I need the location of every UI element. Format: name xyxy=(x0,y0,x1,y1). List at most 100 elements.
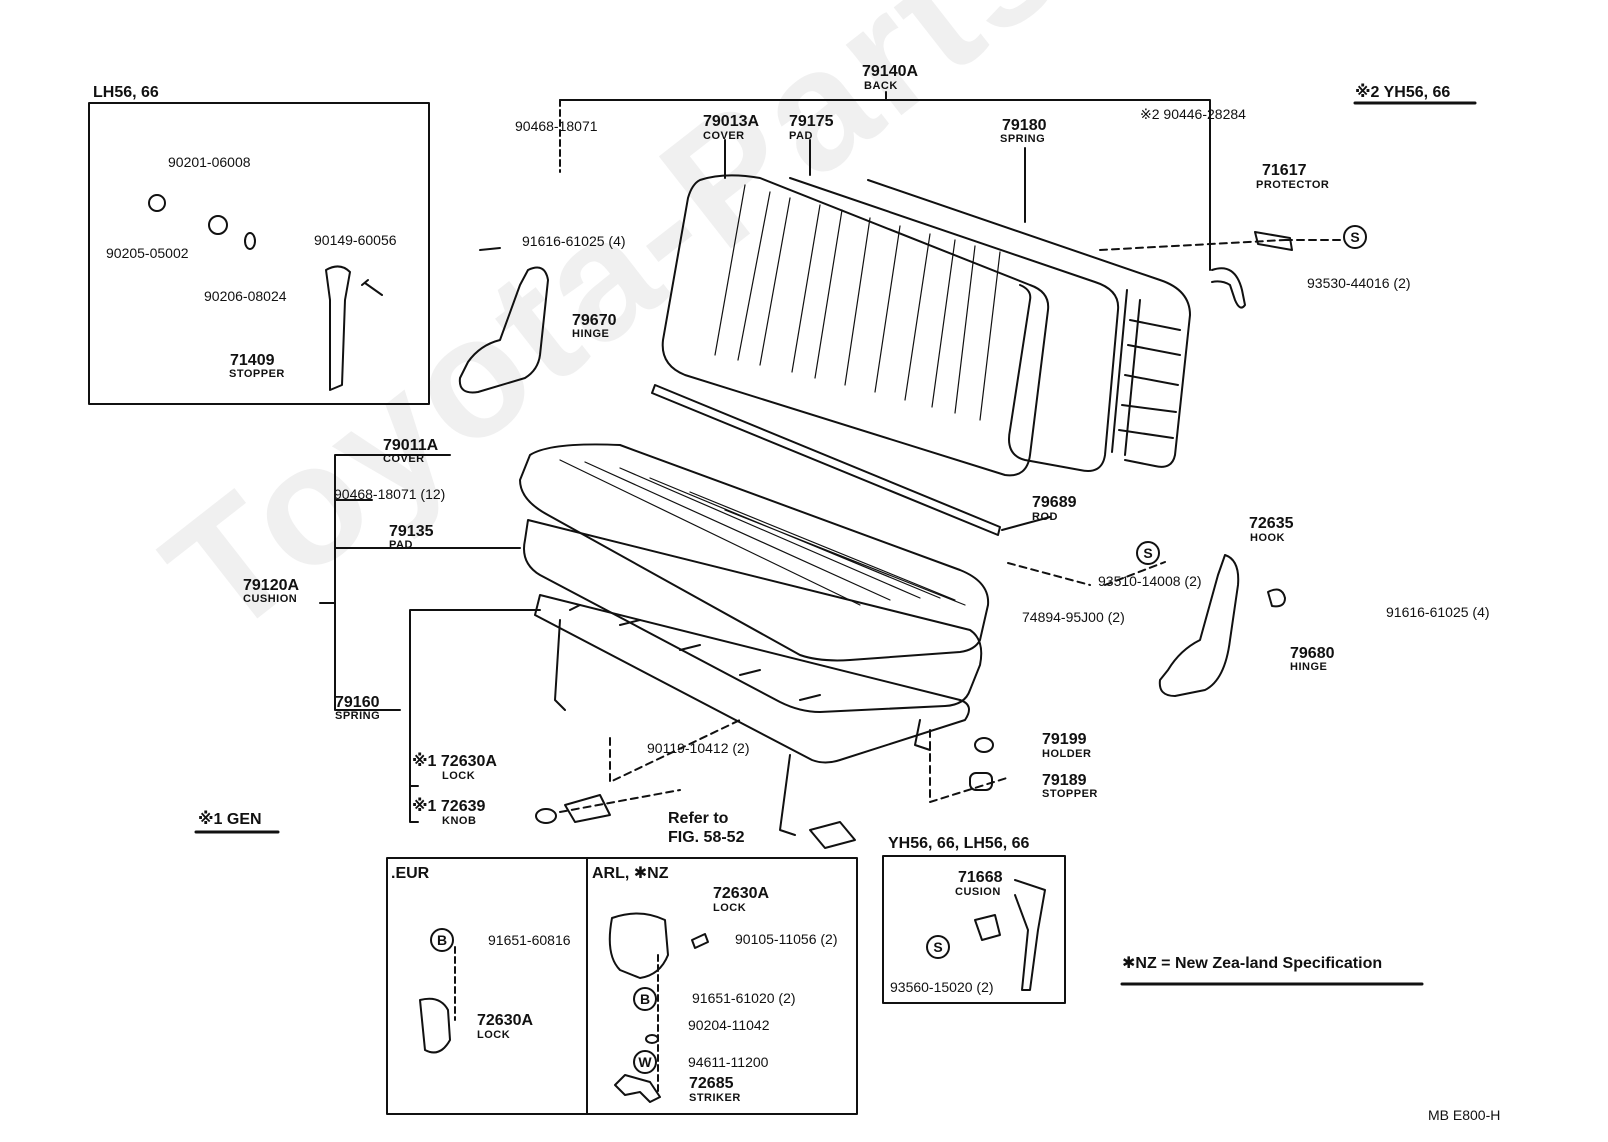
cushion-cover xyxy=(519,443,990,662)
part-cover-cush-no: 79011A xyxy=(383,437,439,454)
cushion-pad xyxy=(523,519,983,713)
arl-lock-part xyxy=(608,912,669,979)
part-arl-lock-name: LOCK xyxy=(713,902,747,914)
part-arl-b: 91651-61020 (2) xyxy=(692,990,796,1006)
washer-90205 xyxy=(148,194,166,212)
holder-part xyxy=(974,737,994,753)
yhlh-inset-box xyxy=(882,855,1066,1004)
part-pad-cush-no: 79135 xyxy=(389,523,434,540)
part-b-clip: 90468-18071 xyxy=(515,118,598,134)
yhlh-bracket xyxy=(1014,879,1046,991)
s-symbol-hook xyxy=(1136,541,1160,565)
washer-90206 xyxy=(244,232,256,250)
part-arl-lock-no: 72630A xyxy=(713,885,770,902)
part-striker-name: STRIKER xyxy=(689,1092,741,1104)
rod xyxy=(651,384,1001,536)
striker-part xyxy=(614,1074,661,1103)
part-hinge-l-name: HINGE xyxy=(572,328,610,340)
part-hinge-r-no: 79680 xyxy=(1290,645,1335,662)
w-symbol-arl xyxy=(633,1050,657,1074)
part-pad-back-no: 79175 xyxy=(789,113,834,130)
part-back-name: BACK xyxy=(864,80,898,92)
refer-plate xyxy=(809,821,856,849)
washer-90201 xyxy=(208,215,228,235)
bolt-arl xyxy=(691,933,709,949)
b-letter-1: B xyxy=(437,932,447,948)
s-symbol-prot xyxy=(1343,225,1367,249)
cushion-spring-frame xyxy=(534,594,970,836)
back-cover xyxy=(661,174,1050,477)
part-stopper-r-name: STOPPER xyxy=(1042,788,1098,800)
part-lock-name: LOCK xyxy=(442,770,476,782)
part-cover-cush-name: COVER xyxy=(383,453,425,465)
group-yh: ※2 YH56, 66 xyxy=(1355,84,1451,101)
part-screw-cusion: 93560-15020 (2) xyxy=(890,979,994,995)
part-back-no: 79140A xyxy=(862,63,919,80)
part-arl-bolt: 90105-11056 (2) xyxy=(735,931,838,947)
part-striker-no: 72685 xyxy=(689,1075,734,1092)
left-hinge xyxy=(458,266,549,394)
protector-part xyxy=(1254,231,1293,251)
part-spring-back-name: SPRING xyxy=(1000,133,1046,145)
part-cusion-no: 71668 xyxy=(958,869,1003,886)
part-arl-washer: 90204-11042 xyxy=(688,1017,770,1033)
part-screw-hook: 93510-14008 (2) xyxy=(1098,573,1202,589)
part-bolt-hinge-r: 91616-61025 (4) xyxy=(1386,604,1490,620)
w-letter: W xyxy=(638,1054,652,1070)
eur-inset-box xyxy=(386,857,858,1115)
part-washer1: 90201-06008 xyxy=(168,154,251,170)
part-knob-no: ※1 72639 xyxy=(412,798,486,815)
part-lock-no: ※1 72630A xyxy=(412,753,497,770)
part-clip-cush: 90468-18071 (12) xyxy=(334,486,446,502)
nz-note: ✱NZ = New Zea-land Specification xyxy=(1122,955,1383,972)
part-protector-name: PROTECTOR xyxy=(1256,179,1330,191)
part-eur-b: 91651-60816 xyxy=(488,932,571,948)
s-letter-2: S xyxy=(1143,545,1152,561)
eur-lock-part xyxy=(419,997,451,1054)
page-code: MB E800-H xyxy=(1428,1107,1501,1123)
group-gen: ※1 GEN xyxy=(198,811,262,828)
part-bracket: 74894-95J00 (2) xyxy=(1022,609,1125,625)
part-spring-back-no: 79180 xyxy=(1002,117,1047,134)
stopper-71409 xyxy=(325,265,351,391)
part-cushion-name: CUSHION xyxy=(243,593,298,605)
group-arl: ARL, ✱NZ xyxy=(592,865,669,882)
part-arl-w: 94611-11200 xyxy=(688,1054,769,1070)
lh-inset-box xyxy=(88,102,430,405)
s-symbol-yhlh xyxy=(926,935,950,959)
part-protector-no: 71617 xyxy=(1262,162,1307,179)
back-pad xyxy=(789,177,1120,472)
screw-90149 xyxy=(361,279,383,296)
part-screw-prot: 93530-44016 (2) xyxy=(1307,275,1411,291)
stopper-part xyxy=(969,772,993,791)
part-eur-lock-name: LOCK xyxy=(477,1029,511,1041)
part-clip-back2: ※2 90446-28284 xyxy=(1140,106,1246,122)
part-washer2: 90205-05002 xyxy=(106,245,189,261)
back-spring-frame xyxy=(867,179,1191,468)
clip-90446 xyxy=(1211,267,1246,309)
part-cover-back-no: 79013A xyxy=(703,113,760,130)
part-spring-cush-name: SPRING xyxy=(335,710,381,722)
back-bracket xyxy=(559,99,1211,271)
s-letter-1: S xyxy=(1350,229,1359,245)
right-hinge xyxy=(1158,554,1240,697)
b-symbol-arl xyxy=(633,987,657,1011)
part-eur-lock-no: 72630A xyxy=(477,1012,534,1029)
part-bolt-lock: 90119-10412 (2) xyxy=(647,740,750,756)
lock-part xyxy=(564,794,611,823)
cushion-bracket xyxy=(334,454,521,711)
part-screw-stop: 90149-60056 xyxy=(314,232,397,248)
part-stopper-l-no: 71409 xyxy=(230,352,275,369)
spring-bracket xyxy=(409,609,541,823)
part-cusion-name: CUSION xyxy=(955,886,1001,898)
part-spring-cush-no: 79160 xyxy=(335,694,380,711)
part-hook-no: 72635 xyxy=(1249,515,1294,532)
part-holder-no: 79199 xyxy=(1042,731,1087,748)
b-letter-2: B xyxy=(640,991,650,1007)
knob-part xyxy=(535,808,557,824)
part-holder-name: HOLDER xyxy=(1042,748,1092,760)
part-pad-back-name: PAD xyxy=(789,130,813,142)
group-lh: LH56, 66 xyxy=(93,84,159,101)
part-hook-name: HOOK xyxy=(1250,532,1285,544)
